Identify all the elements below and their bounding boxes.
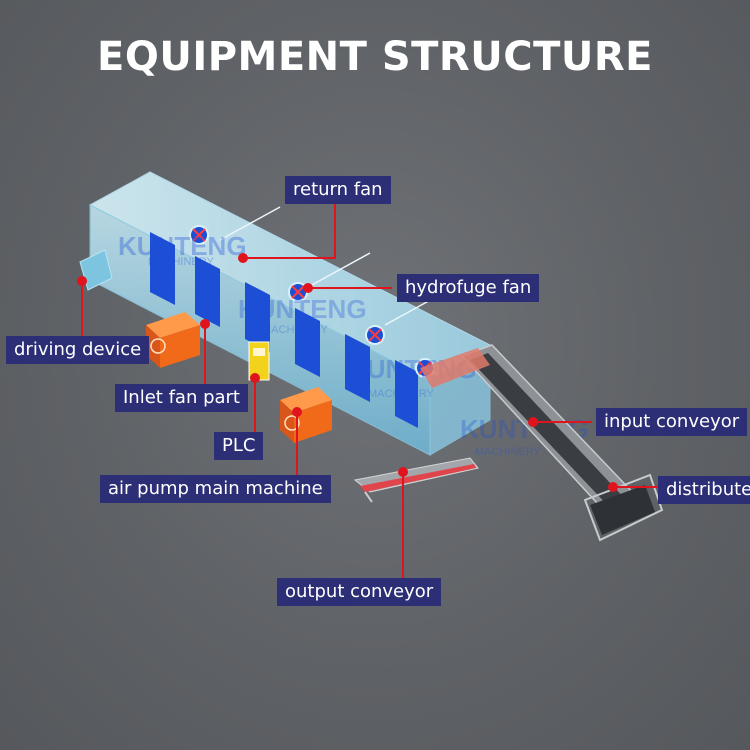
air-pump-unit [280,387,332,443]
leader-lines [60,202,660,580]
leader-dots [77,253,618,492]
label-inlet-fan-part: Inlet fan part [115,384,248,412]
output-conveyor [353,457,479,503]
inlet-fan-unit [146,312,200,368]
watermark-sub: MACHINERY [475,446,541,458]
label-plc: PLC [214,432,264,460]
watermark-brand: KUNTENG [238,294,367,324]
fan-icon [365,325,385,345]
label-driving-device: driving device [6,336,150,364]
input-conveyor [420,344,664,542]
watermark-sub: MACHINERY [368,388,434,400]
page-title: EQUIPMENT STRUCTURE [97,34,653,80]
dryer-body [79,171,492,456]
label-output-conveyor: output conveyor [277,578,442,606]
label-air-pump-main-machine: air pump main machine [100,475,331,503]
watermark-brand: KUNTENG [118,231,247,261]
watermark-sub: MACHINERY [262,324,328,336]
label-return-fan: return fan [285,176,391,204]
label-distribute: distribute [658,476,750,504]
label-hydrofuge-fan: hydrofuge fan [397,274,540,302]
fan-icon [189,225,209,245]
label-input-conveyor: input conveyor [596,408,748,436]
watermark-sub: MACHINERY [148,256,214,268]
